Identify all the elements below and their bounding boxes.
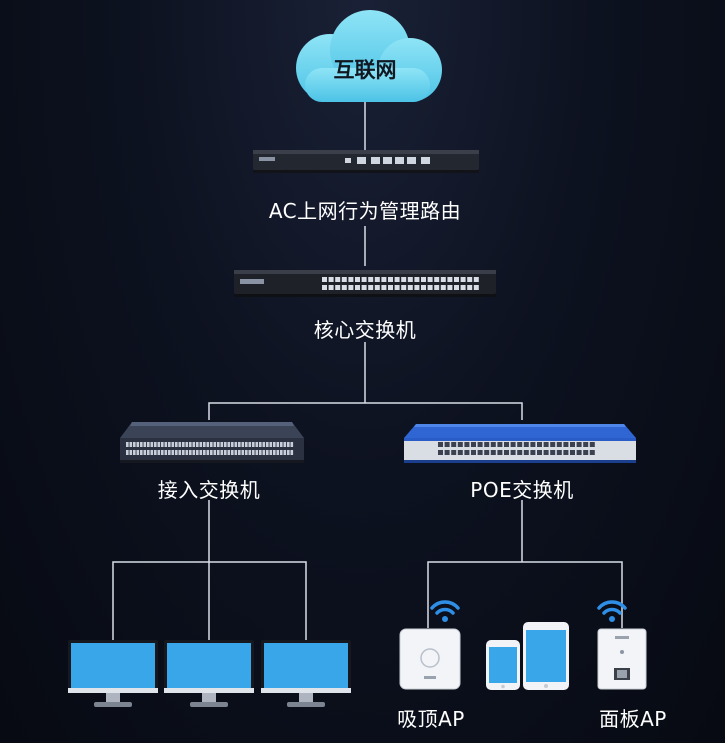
- monitor-icon: [164, 640, 254, 707]
- panel-ap-device-icon: [597, 628, 647, 690]
- ceiling-ap-label: 吸顶AP: [397, 707, 465, 731]
- line-poe-branches: [427, 561, 623, 628]
- core-switch-device-icon: [234, 270, 496, 297]
- wifi-icon: [597, 600, 627, 622]
- core-switch-label: 核心交换机: [313, 318, 417, 342]
- internet-cloud-icon: [296, 10, 442, 102]
- line-split-branches: [208, 402, 523, 420]
- phone-tablet-icon: [486, 622, 569, 690]
- monitor-icon: [261, 640, 351, 707]
- access-switch-label: 接入交换机: [157, 478, 261, 502]
- router-label: AC上网行为管理路由: [268, 199, 462, 223]
- internet-label: 互联网: [333, 58, 397, 82]
- monitor-icon: [68, 640, 158, 707]
- router-device-icon: [253, 150, 479, 173]
- poe-switch-label: POE交换机: [470, 478, 574, 502]
- wifi-icon: [430, 600, 460, 622]
- panel-ap-label: 面板AP: [599, 707, 667, 731]
- ceiling-ap-device-icon: [399, 628, 461, 690]
- access-switch-device-icon: [120, 422, 304, 463]
- poe-switch-device-icon: [404, 424, 636, 463]
